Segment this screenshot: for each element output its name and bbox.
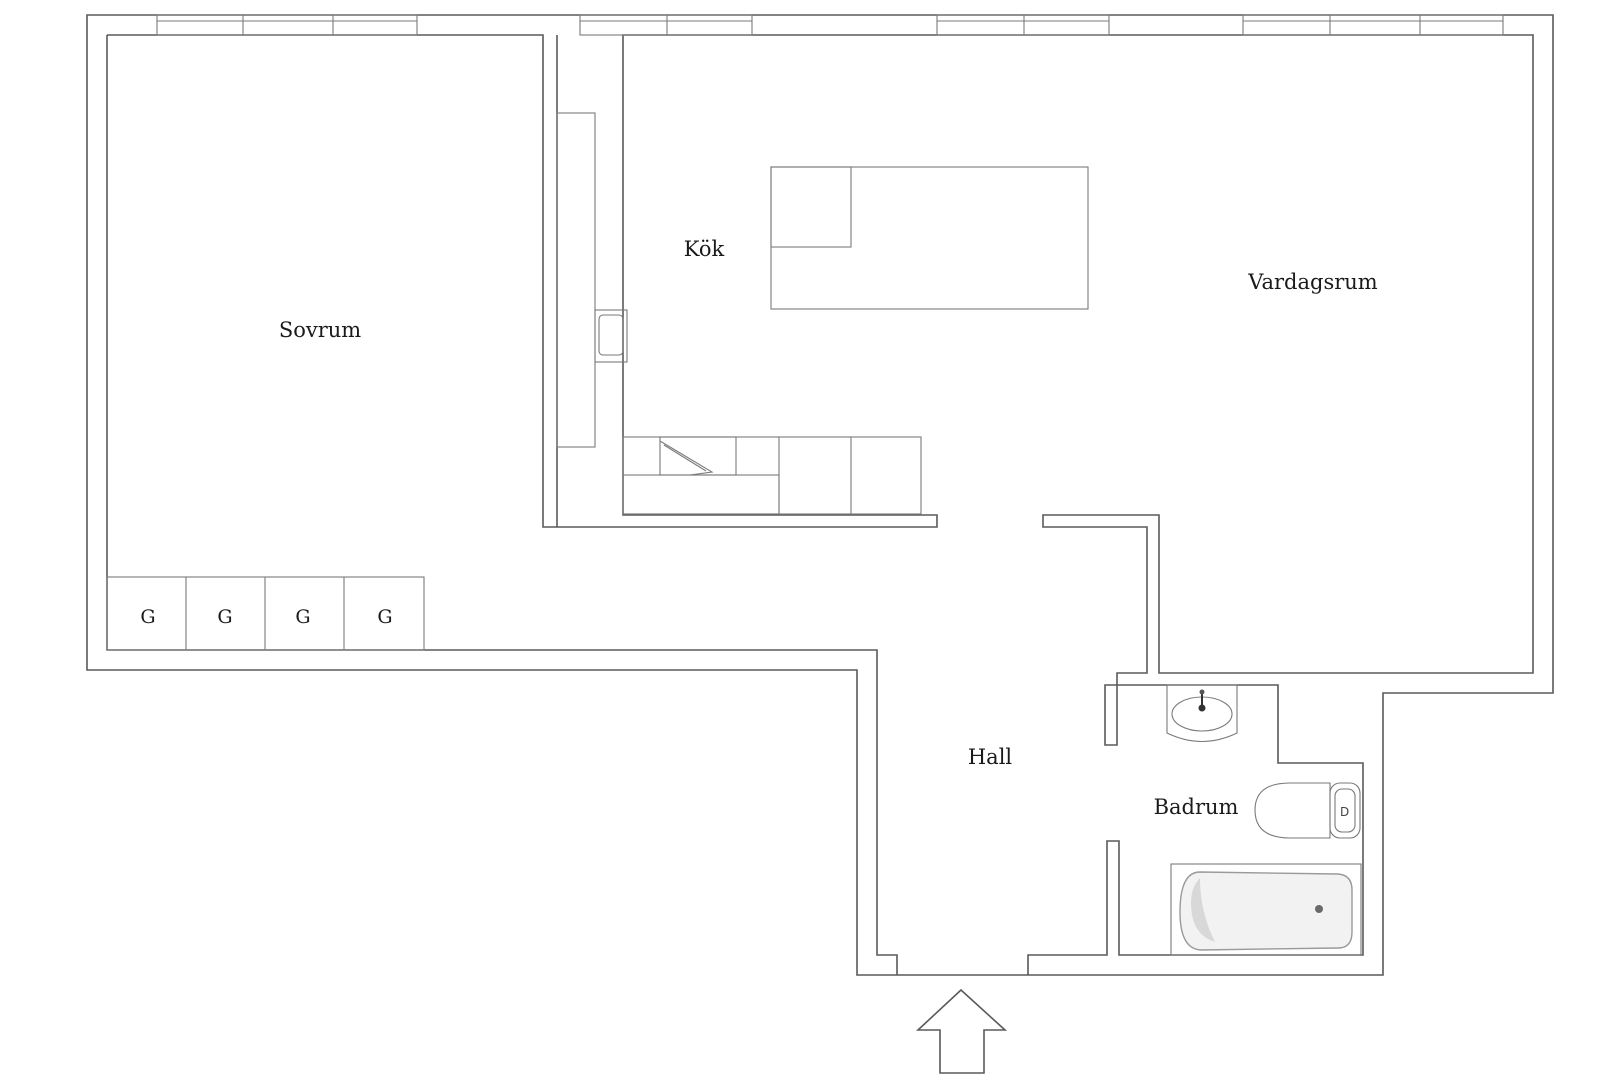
wardrobes	[106, 576, 425, 651]
room-label-vardagsrum: Vardagsrum	[1247, 270, 1378, 294]
room-label-sovrum: Sovrum	[279, 318, 361, 342]
room-label-kok: Kök	[684, 237, 725, 261]
wardrobe-label: G	[295, 606, 310, 628]
kitchen-island	[770, 166, 1089, 310]
toilet: D	[1254, 782, 1361, 839]
windows	[156, 14, 1504, 36]
room-label-badrum: Badrum	[1154, 795, 1239, 819]
bathtub	[1170, 863, 1362, 956]
kitchen-sink	[594, 309, 628, 363]
washbasin	[1166, 684, 1238, 742]
exterior-walls	[86, 14, 1554, 976]
entrance-arrow-icon	[915, 988, 1008, 1074]
wardrobe-label: G	[217, 606, 232, 628]
svg-text:D: D	[1340, 805, 1349, 819]
wardrobe-label: G	[140, 606, 155, 628]
room-label-hall: Hall	[968, 745, 1013, 769]
stove	[659, 436, 737, 476]
kitchen-counters	[556, 112, 922, 515]
wardrobe-label: G	[377, 606, 392, 628]
